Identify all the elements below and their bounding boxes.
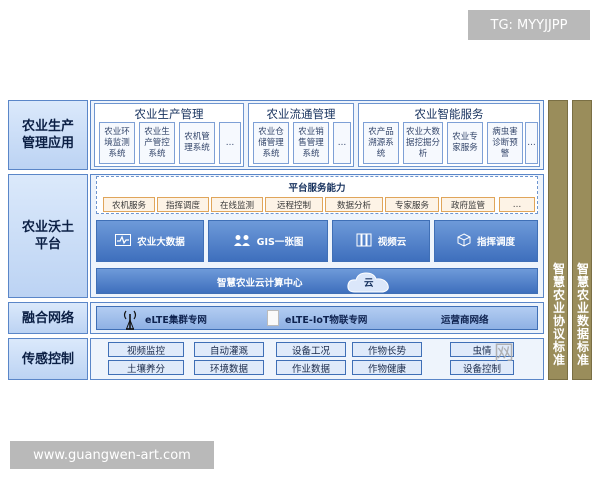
row-label-sensing: 传感控制 [8,338,88,380]
cloud-label: 云 [364,278,374,289]
cube-icon [457,232,471,250]
module-label: GIS一张图 [256,237,304,248]
module-dispatch: 指挥调度 [434,220,538,262]
people-icon [233,234,251,249]
service-chip: 农机服务 [103,197,155,212]
service-chip: 政府监管 [441,197,495,212]
app-card: 农业专家服务 [447,122,483,164]
group-title: 农业流通管理 [266,107,336,121]
group-circulation-management: 农业流通管理 农业仓储管理系统 农业销售管理系统 … [248,103,354,167]
side-bar-label: 智慧农业数据标准 [576,262,589,367]
module-label: 视频云 [377,237,407,248]
row-label-application: 农业生产 管理应用 [8,100,88,170]
sensor-item: 设备控制 [450,360,514,375]
app-card: 农业环境监测系统 [99,122,135,164]
platform-services: 平台服务能力 农机服务 指挥调度 在线监测 远程控制 数据分析 专家服务 政府监… [96,176,538,214]
sensor-item: 自动灌溉 [194,342,264,357]
sensor-item: 作业数据 [276,360,346,375]
group-title: 农业生产管理 [134,107,204,121]
sensor-item: 虫情 [450,342,514,357]
cloud-icon [345,270,393,298]
sensor-item: 环境数据 [194,360,264,375]
sensor-item: 土壤养分 [108,360,184,375]
app-card: 农业生产管控系统 [139,122,175,164]
service-chip: 在线监测 [211,197,263,212]
network-elte-iot: eLTE-IoT物联专网 [285,315,368,326]
network-elte-trunking: eLTE集群专网 [145,315,207,326]
network-bar: eLTE集群专网 eLTE-IoT物联专网 运营商网络 [96,306,538,330]
app-card: 农机管理系统 [179,122,215,164]
sensor-item: 作物健康 [352,360,422,375]
app-card: 农产品溯源系统 [363,122,399,164]
device-icon [267,310,279,326]
service-chip-more: … [499,197,535,212]
service-chip: 远程控制 [265,197,323,212]
sensor-item: 视频监控 [108,342,184,357]
network-carrier: 运营商网络 [441,315,489,326]
group-production-management: 农业生产管理 农业环境监测系统 农业生产管控系统 农机管理系统 … [94,103,244,167]
row-label-platform: 农业沃土 平台 [8,174,88,298]
app-card-more: … [333,122,351,164]
side-bar-label: 智慧农业协议标准 [552,262,565,367]
app-card: 病虫害诊断预警 [487,122,523,164]
group-intelligent-service: 农业智能服务 农产品溯源系统 农业大数据挖掘分析 农业专家服务 病虫害诊断预警 … [358,103,540,167]
app-card: 农业销售管理系统 [293,122,329,164]
module-video-cloud: 视频云 [332,220,430,262]
row-label-network: 融合网络 [8,302,88,334]
module-big-data: 农业大数据 [96,220,204,262]
overlay-watermark: 网 [494,340,514,364]
watermark-top: TG: MYYJJPP [468,10,590,40]
service-chip: 指挥调度 [157,197,209,212]
side-bar-protocol-standard: 智慧农业协议标准 [548,100,568,380]
app-card: 农业仓储管理系统 [253,122,289,164]
app-card-more: … [219,122,241,164]
cloud-computing-center: 智慧农业云计算中心 云 [96,268,538,294]
app-card-more: … [525,122,538,164]
app-card: 农业大数据挖掘分析 [403,122,443,164]
watermark-bottom: www.guangwen-art.com [10,441,214,469]
service-chip: 专家服务 [385,197,439,212]
sensor-item: 作物长势 [352,342,422,357]
services-title: 平台服务能力 [288,183,346,194]
group-title: 农业智能服务 [414,107,484,121]
module-label: 农业大数据 [137,237,185,248]
pulse-icon [115,233,132,249]
antenna-icon [123,308,137,334]
server-icon [356,233,372,250]
sensor-item: 设备工况 [276,342,346,357]
module-gis: GIS一张图 [208,220,328,262]
service-chip: 数据分析 [325,197,383,212]
module-label: 指挥调度 [476,237,515,248]
side-bar-data-standard: 智慧农业数据标准 [572,100,592,380]
cloud-center-label: 智慧农业云计算中心 [217,278,303,289]
